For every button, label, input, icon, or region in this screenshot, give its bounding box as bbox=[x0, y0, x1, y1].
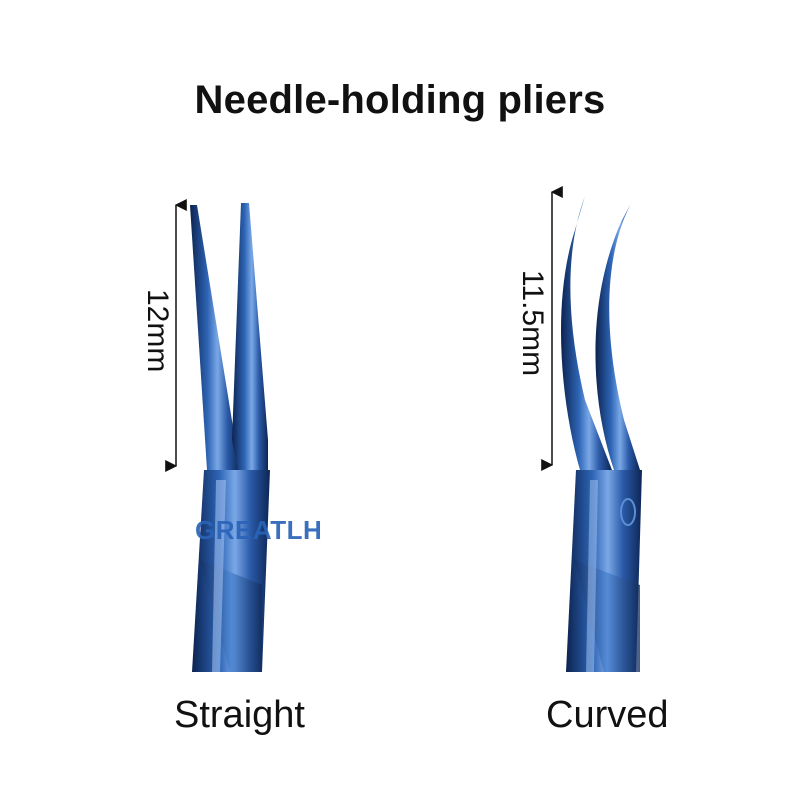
curved-pliers-image bbox=[541, 186, 642, 672]
page-title: Needle-holding pliers bbox=[194, 78, 606, 122]
straight-pliers-image bbox=[165, 199, 270, 672]
brand-watermark: GREATLH bbox=[195, 515, 323, 545]
curved-caption: Curved bbox=[546, 694, 669, 736]
straight-tip-length-label: 12mm bbox=[141, 289, 174, 373]
straight-caption: Straight bbox=[174, 694, 305, 736]
curved-tip-length-label: 11.5mm bbox=[516, 269, 549, 377]
